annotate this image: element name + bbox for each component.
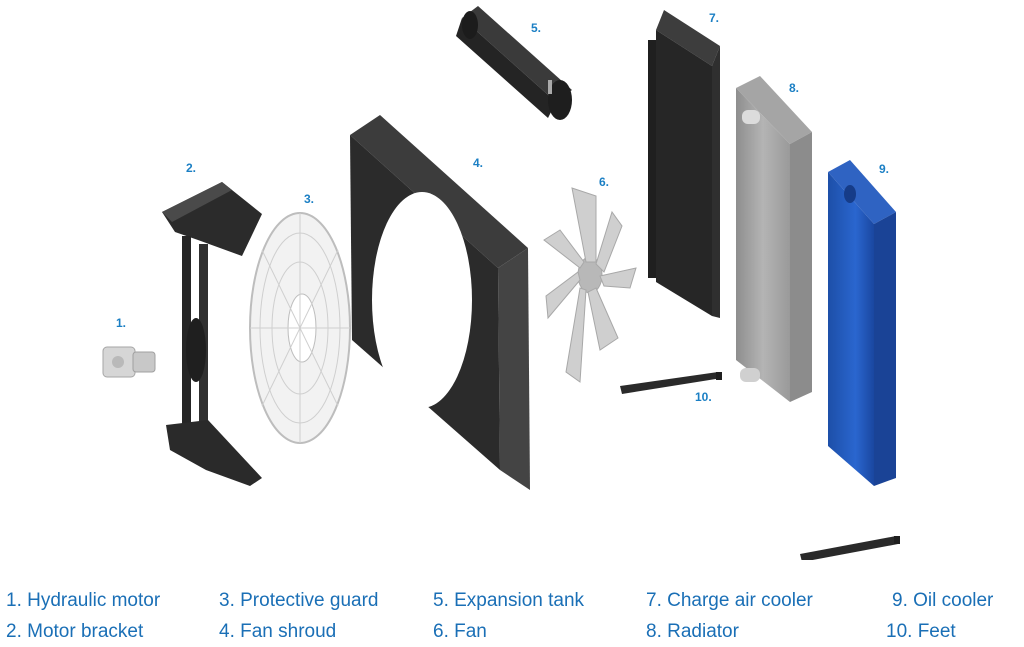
- fan: [543, 187, 637, 383]
- fan-shroud: [350, 115, 530, 490]
- oil-cooler: [828, 160, 896, 486]
- callout-9: 9.: [879, 162, 890, 176]
- legend-item-fan-shroud: 4. Fan shroud: [219, 621, 337, 642]
- protective-guard: [249, 212, 351, 444]
- callout-2: 2.: [186, 161, 197, 175]
- callout-3: 3.: [304, 192, 315, 206]
- legend-item-fan: 6. Fan: [433, 621, 487, 642]
- hydraulic-motor: [102, 346, 156, 378]
- motor-bracket: [162, 182, 262, 486]
- legend-item-expansion-tank: 5. Expansion tank: [433, 590, 585, 611]
- charge-air-cooler: [648, 10, 720, 318]
- callout-7: 7.: [709, 11, 720, 25]
- exploded-cooler-diagram: [102, 6, 900, 560]
- legend-item-motor-bracket: 2. Motor bracket: [6, 621, 144, 642]
- feet: [620, 372, 900, 560]
- legend-item-charge-air-cooler: 7. Charge air cooler: [646, 590, 813, 611]
- callout-4: 4.: [473, 156, 484, 170]
- legend-item-protective-guard: 3. Protective guard: [219, 590, 379, 611]
- callout-1: 1.: [116, 316, 127, 330]
- callout-8: 8.: [789, 81, 800, 95]
- legend-item-radiator: 8. Radiator: [646, 621, 739, 642]
- legend-item-oil-cooler: 9. Oil cooler: [892, 590, 994, 611]
- callout-10: 10.: [695, 390, 712, 404]
- radiator: [736, 76, 812, 402]
- expansion-tank: [456, 6, 572, 120]
- legend-item-feet: 10. Feet: [886, 621, 956, 642]
- callout-6: 6.: [599, 175, 610, 189]
- legend-item-hydraulic-motor: 1. Hydraulic motor: [6, 590, 161, 611]
- callout-5: 5.: [531, 21, 542, 35]
